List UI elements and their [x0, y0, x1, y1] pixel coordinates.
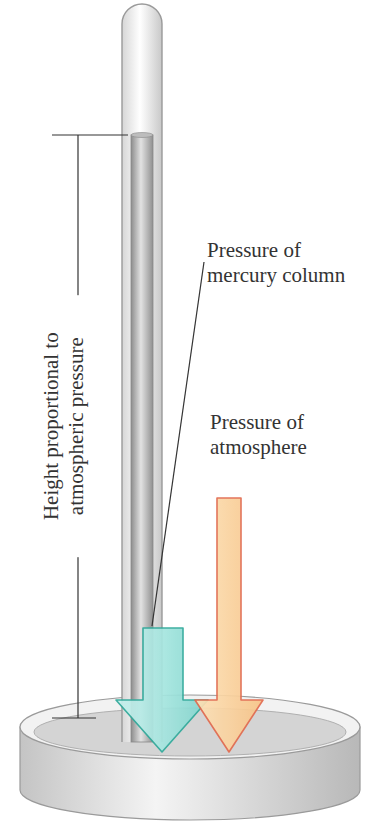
callout-label: Pressure of atmosphere	[210, 410, 360, 460]
leader-line	[152, 262, 204, 626]
atmosphere-pressure-arrow	[195, 498, 263, 752]
mercury-meniscus	[131, 133, 153, 138]
mercury-pressure-arrow	[116, 628, 208, 752]
callout-label: Pressure of mercury column	[207, 238, 357, 288]
height-label: Height proportional to atmospheric press…	[39, 295, 89, 557]
